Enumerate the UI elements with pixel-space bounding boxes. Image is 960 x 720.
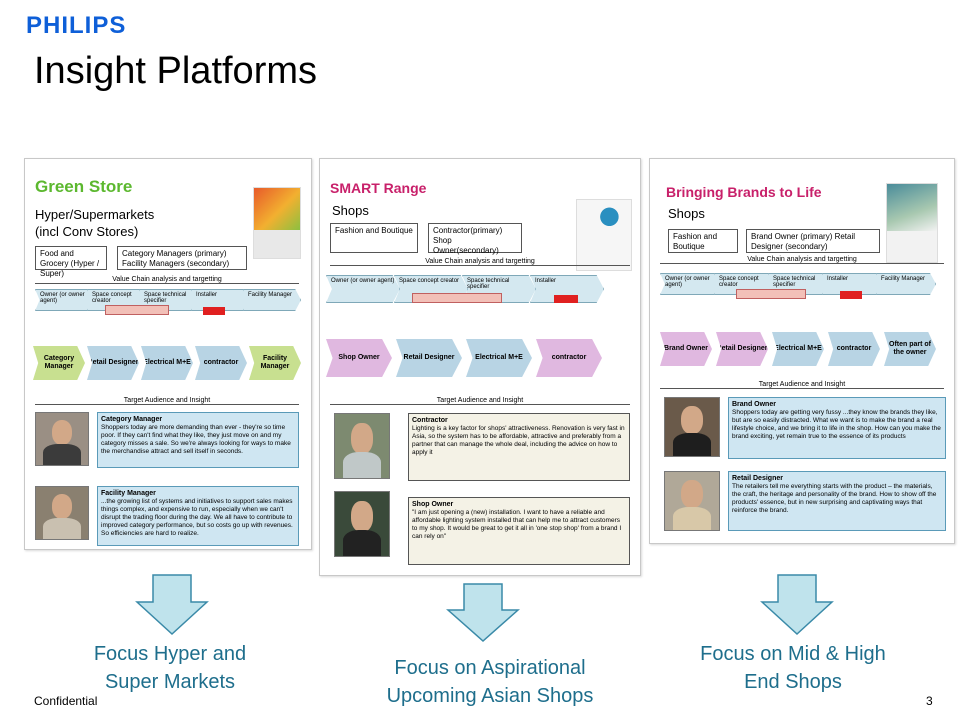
chain-step: Owner (or owner agent) xyxy=(35,289,93,311)
highlight-tag xyxy=(554,295,578,303)
highlight-tag xyxy=(105,305,169,315)
panel-bringing-brands[interactable]: Bringing Brands to Life Shops Fashion an… xyxy=(649,158,955,544)
person-photo xyxy=(35,486,89,540)
person-photo xyxy=(334,491,390,557)
target-node: Electrical M+E xyxy=(772,332,824,366)
chain-step: Facility Manager xyxy=(876,273,936,295)
page-title: Insight Platforms xyxy=(34,50,317,92)
footer-confidential: Confidential xyxy=(34,694,98,708)
value-chain-label: Value Chain analysis and targetting xyxy=(660,256,944,264)
target-node: Retail Designer xyxy=(716,332,768,366)
brochure-cover-image xyxy=(253,187,301,259)
target-audience-label: Target Audience and Insight xyxy=(330,397,630,405)
audience-box: Brand Owner (primary) Retail Designer (s… xyxy=(746,229,880,253)
highlight-tag xyxy=(840,291,862,299)
segment-box: Fashion and Boutique xyxy=(330,223,418,253)
panel-smart-range[interactable]: SMART Range Shops Fashion and Boutique C… xyxy=(319,158,641,576)
panel-subtitle: Hyper/Supermarkets (incl Conv Stores) xyxy=(35,207,155,239)
insight-quote: Facility Manager...the growing list of s… xyxy=(97,486,299,546)
target-audience-label: Target Audience and Insight xyxy=(660,381,944,389)
down-arrow-icon xyxy=(760,574,834,636)
target-audience-label: Target Audience and Insight xyxy=(35,397,299,405)
target-node: Facility Manager xyxy=(249,346,301,380)
chain-step: Facility Manager xyxy=(243,289,301,311)
insight-quote: Shop Owner"I am just opening a (new) ins… xyxy=(408,497,630,565)
page-number: 3 xyxy=(926,694,933,708)
audience-box: Contractor(primary) Shop Owner(secondary… xyxy=(428,223,522,255)
target-node: Retail Designer xyxy=(396,339,462,377)
target-node: Retail Designer xyxy=(87,346,139,380)
brochure-cover-image xyxy=(576,199,632,271)
panel-title: Bringing Brands to Life xyxy=(666,184,822,200)
target-node: contractor xyxy=(536,339,602,377)
person-photo xyxy=(664,471,720,531)
highlight-tag xyxy=(736,289,806,299)
chain-step: Owner (or owner agent) xyxy=(660,273,720,295)
segment-box: Food and Grocery (Hyper / Super) xyxy=(35,246,107,278)
segment-box: Fashion and Boutique xyxy=(668,229,738,253)
target-node: Category Manager xyxy=(33,346,85,380)
target-node: contractor xyxy=(195,346,247,380)
philips-logo: PHILIPS xyxy=(26,12,127,39)
target-node: Electrical M+E xyxy=(141,346,193,380)
brochure-cover-image xyxy=(886,183,938,263)
value-chain-label: Value Chain analysis and targetting xyxy=(35,276,299,284)
highlight-tag xyxy=(412,293,502,303)
audience-box: Category Managers (primary) Facility Man… xyxy=(117,246,247,270)
panel-title: Green Store xyxy=(35,177,133,196)
highlight-tag xyxy=(203,307,225,315)
person-photo xyxy=(35,412,89,466)
down-arrow-icon xyxy=(446,583,520,643)
target-node: Brand Owner xyxy=(660,332,712,366)
person-photo xyxy=(664,397,720,457)
down-arrow-icon xyxy=(135,574,209,636)
panel-green-store[interactable]: Green Store Hyper/Supermarkets (incl Con… xyxy=(24,158,312,550)
panel-subtitle: Shops xyxy=(332,203,369,218)
target-node: Electrical M+E xyxy=(466,339,532,377)
panel-subtitle: Shops xyxy=(668,206,705,221)
person-photo xyxy=(334,413,390,479)
chain-step: Owner (or owner agent) xyxy=(326,275,400,303)
target-node: Often part of the owner xyxy=(884,332,936,366)
target-node: Shop Owner xyxy=(326,339,392,377)
panel-title: SMART Range xyxy=(330,180,427,196)
target-node: contractor xyxy=(828,332,880,366)
value-chain-label: Value Chain analysis and targetting xyxy=(330,258,630,266)
